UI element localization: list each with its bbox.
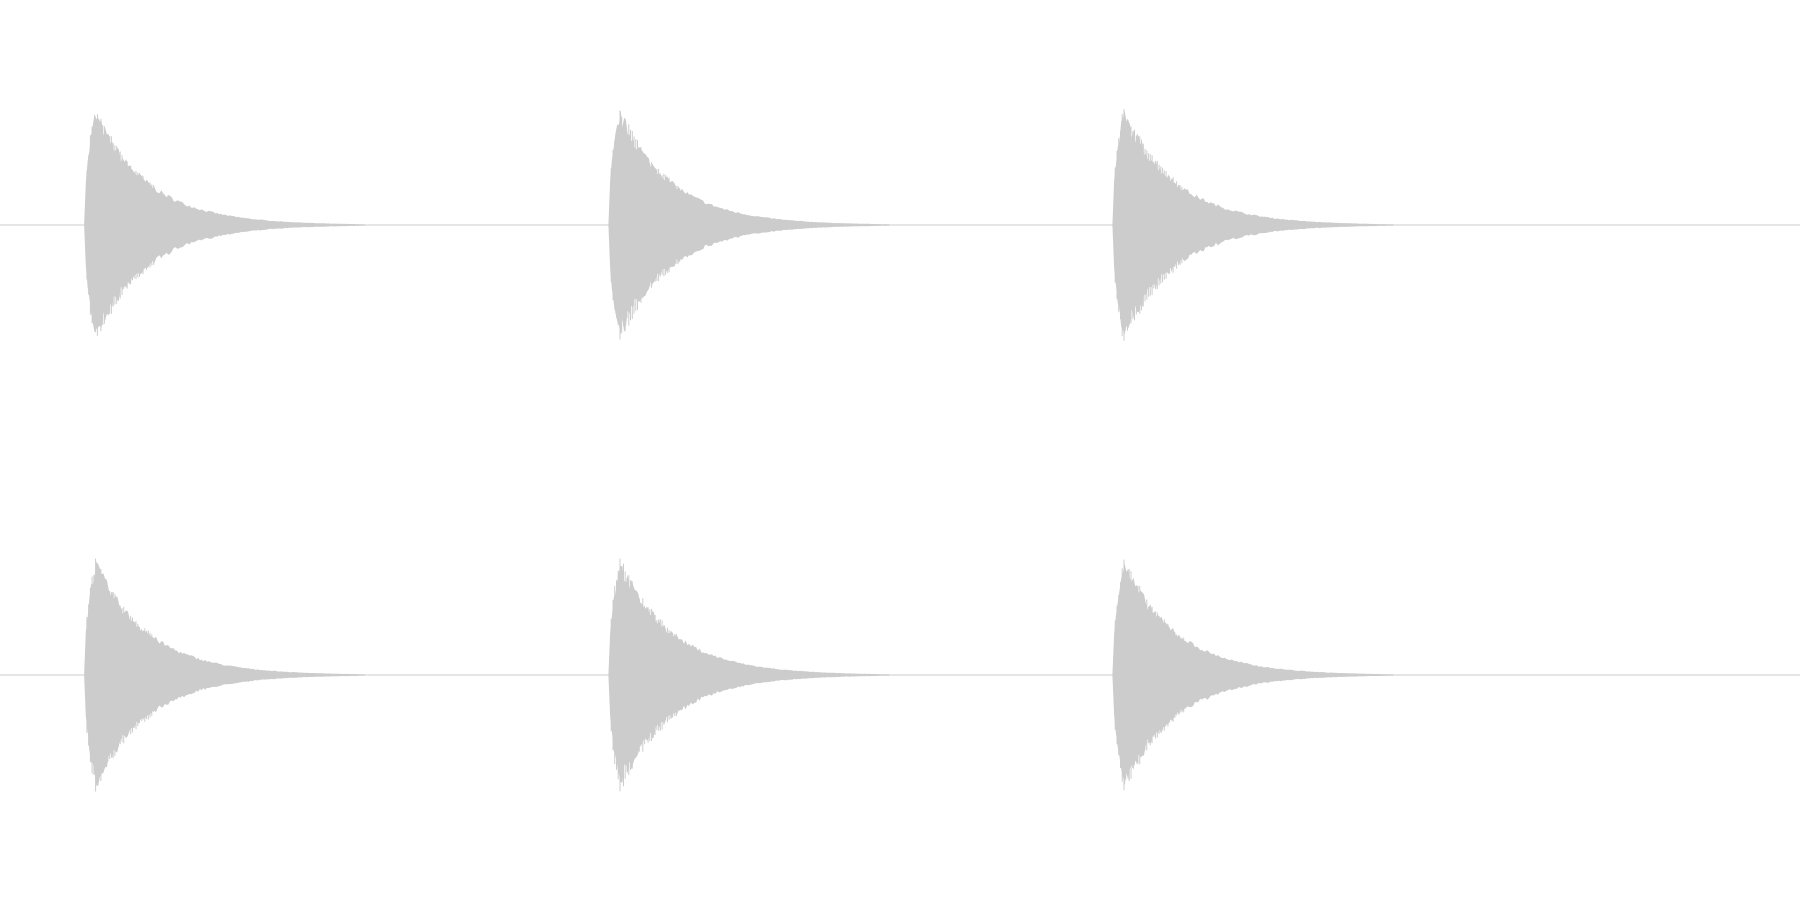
- channel-left: [0, 109, 1800, 341]
- waveform-envelope: [1112, 564, 1394, 785]
- channel-right: [0, 558, 1800, 792]
- waveform-envelope: [84, 561, 365, 786]
- waveform-burst: [84, 558, 365, 792]
- waveform-burst: [1112, 109, 1394, 341]
- waveform-envelope: [608, 110, 890, 335]
- waveform-burst: [608, 110, 890, 340]
- waveform-envelope: [1112, 111, 1394, 335]
- waveform-burst: [608, 558, 890, 792]
- waveform-envelope: [84, 113, 365, 333]
- waveform-burst: [1112, 559, 1394, 791]
- waveform-envelope: [608, 565, 890, 783]
- waveform-burst: [84, 113, 365, 336]
